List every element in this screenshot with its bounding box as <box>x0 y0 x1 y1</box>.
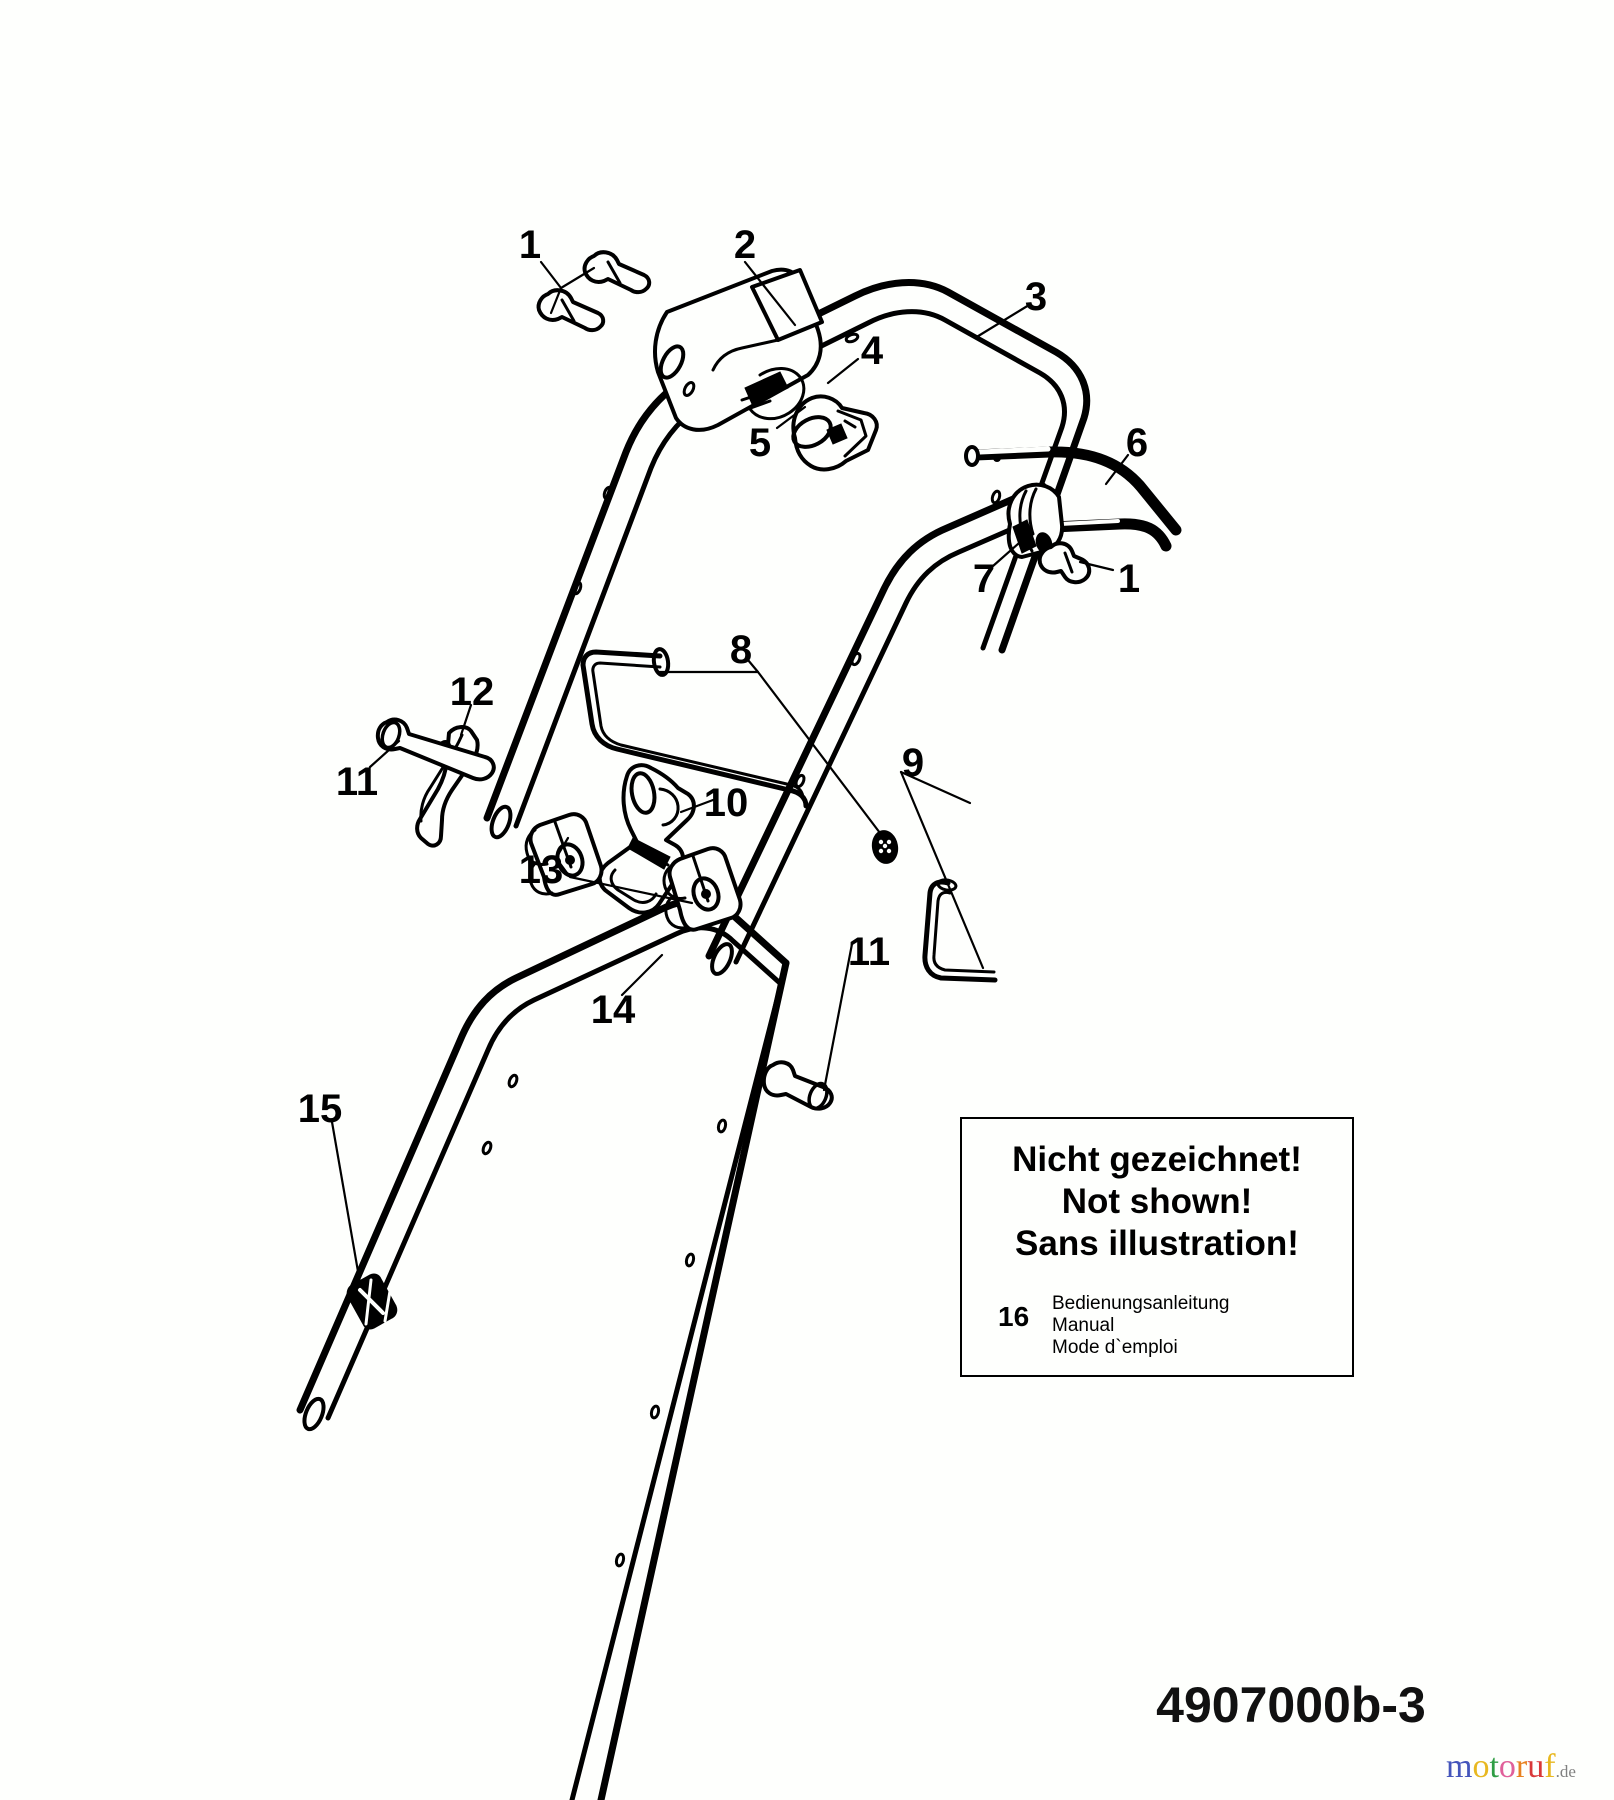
callout-8: 8 <box>730 628 752 672</box>
bowden-cable-6 <box>964 445 1182 552</box>
watermark-letter-u: u <box>1527 1748 1545 1785</box>
upper-handle-bar <box>483 279 1091 840</box>
washer-8 <box>871 830 899 864</box>
bolt-1-right <box>1037 541 1092 585</box>
leader-line-9-fix <box>899 770 985 970</box>
cable-guide-clamp-7 <box>1006 482 1065 559</box>
callout-3: 3 <box>1025 275 1047 319</box>
wing-nut-13-upper <box>524 812 604 897</box>
bolt-1-upper-b <box>536 288 606 333</box>
callout-11a: 11 <box>336 760 378 804</box>
watermark-letter-o1: o <box>1472 1748 1490 1785</box>
legend-item-desc-en: Manual <box>1052 1315 1115 1336</box>
bolt-11-left <box>375 717 496 782</box>
legend-item-number: 16 <box>998 1301 1030 1332</box>
callout-10: 10 <box>704 781 749 825</box>
bolt-1-upper-a <box>582 250 652 295</box>
leader-lines <box>330 260 1130 1285</box>
legend-headline-en: Not shown! <box>1061 1182 1253 1221</box>
callout-2: 2 <box>734 223 756 267</box>
legend-item-descriptions: Bedienungsanleitung Manual Mode d`emploi <box>1052 1293 1230 1359</box>
callout-numbers: 1 2 3 4 5 6 7 1 8 12 11 9 10 13 11 14 15 <box>298 223 1148 1131</box>
watermark-tld: .de <box>1555 1762 1576 1781</box>
legend-item-desc-fr: Mode d`emploi <box>1052 1337 1178 1358</box>
lower-handle-bar <box>296 897 790 1800</box>
watermark-letter-f: f <box>1544 1748 1556 1785</box>
watermark-letter-o2: o <box>1498 1748 1516 1785</box>
callout-14: 14 <box>591 988 636 1032</box>
wire-bracket-9 <box>922 878 998 983</box>
callout-7: 7 <box>973 557 995 601</box>
watermark-letter-r: r <box>1515 1748 1528 1785</box>
callout-9: 9 <box>902 741 924 785</box>
motoruf-watermark: motoruf.de <box>1446 1750 1576 1789</box>
switch-box-part <box>653 267 824 432</box>
callout-12: 12 <box>450 670 495 714</box>
callout-6: 6 <box>1126 421 1148 465</box>
callout-4: 4 <box>861 329 884 373</box>
callout-15: 15 <box>298 1087 343 1131</box>
legend-headline-fr: Sans illustration! <box>1015 1224 1299 1263</box>
not-shown-legend-box: Nicht gezeichnet! Not shown! Sans illust… <box>960 1117 1354 1377</box>
legend-headlines: Nicht gezeichnet! Not shown! Sans illust… <box>962 1119 1352 1265</box>
callout-1b: 1 <box>1118 557 1140 601</box>
wing-nut-13-lower <box>662 846 743 932</box>
watermark-letter-m: m <box>1446 1748 1473 1785</box>
legend-headline-de: Nicht gezeichnet! <box>1012 1140 1302 1179</box>
cable-rod-8 <box>580 647 809 809</box>
drawing-part-number: 4907000b-3 <box>1156 1677 1426 1733</box>
end-cap-15 <box>346 1273 398 1330</box>
callout-1a: 1 <box>519 223 541 267</box>
callout-11b: 11 <box>848 930 890 974</box>
bolt-11-right <box>761 1060 834 1111</box>
legend-item-desc-de: Bedienungsanleitung <box>1052 1293 1230 1314</box>
watermark-letter-t: t <box>1489 1748 1499 1785</box>
callout-5: 5 <box>749 421 771 465</box>
legend-item-16: 16 Bedienungsanleitung Manual Mode d`emp… <box>962 1293 1352 1359</box>
cable-clamp-5 <box>791 394 879 472</box>
callout-13: 13 <box>519 848 564 892</box>
